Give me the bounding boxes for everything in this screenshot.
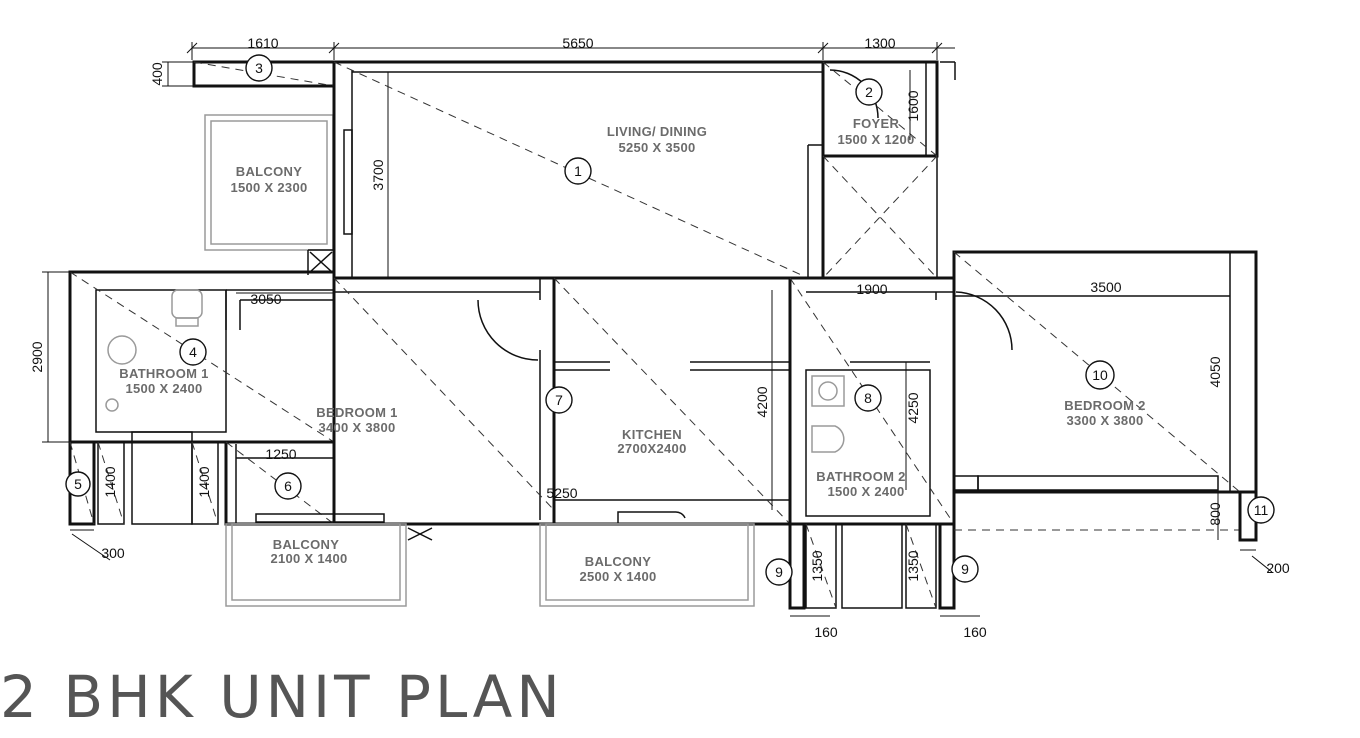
- dim-1400-a: 1400: [102, 466, 118, 497]
- tag-circle-7: [545, 386, 573, 414]
- duct-shaft: [821, 155, 938, 279]
- dim-1300: 1300: [864, 35, 895, 51]
- balcony-top-left: [204, 114, 334, 275]
- dim-2900: 2900: [29, 341, 45, 372]
- tag-circle-5: [65, 471, 91, 497]
- foyer-size: 1500 X 1200: [837, 132, 914, 147]
- tag-circle-10: [1085, 360, 1115, 390]
- tag-circle-1: [564, 157, 592, 185]
- dim-1250: 1250: [265, 446, 296, 462]
- tag-circle-11: [1247, 496, 1275, 524]
- dim-4250: 4250: [905, 392, 921, 423]
- left-dimension-line: [42, 271, 72, 443]
- tag-2: 2: [865, 84, 873, 100]
- balcony-b1-name: BALCONY: [273, 537, 339, 552]
- bathroom1-name: BATHROOM 1: [119, 366, 208, 381]
- dim-3500: 3500: [1090, 279, 1121, 295]
- foyer-name: FOYER: [853, 116, 900, 131]
- bedroom2-size: 3300 X 3800: [1066, 413, 1143, 428]
- bedroom1-name: BEDROOM 1: [316, 405, 397, 420]
- dim-4200: 4200: [754, 386, 770, 417]
- dim-160-a: 160: [814, 624, 838, 640]
- dim-5650: 5650: [562, 35, 593, 51]
- bedroom2-name: BEDROOM 2: [1064, 398, 1145, 413]
- balcony-top-size: 1500 X 2300: [230, 180, 307, 195]
- balcony-top-name: BALCONY: [236, 164, 302, 179]
- kitchen-size: 2700X2400: [617, 441, 686, 456]
- bedroom1-size: 3400 X 3800: [318, 420, 395, 435]
- dim-1900: 1900: [856, 281, 887, 297]
- bathroom2-size: 1500 X 2400: [827, 484, 904, 499]
- bedroom-2: [952, 250, 1273, 573]
- tag-circle-9-right: [951, 555, 979, 583]
- dim-1350-a: 1350: [809, 550, 825, 581]
- balcony-k-name: BALCONY: [585, 554, 651, 569]
- dim-1350-b: 1350: [905, 550, 921, 581]
- tag-5: 5: [74, 476, 82, 492]
- tag-circle-4: [179, 338, 207, 366]
- tag-7: 7: [555, 392, 563, 408]
- room-labels: LIVING/ DINING 5250 X 3500 FOYER 1500 X …: [119, 116, 1145, 584]
- balcony-b1-size: 2100 X 1400: [270, 551, 347, 566]
- dim-200: 200: [1266, 560, 1290, 576]
- tag-10: 10: [1092, 367, 1108, 383]
- tag-4: 4: [189, 344, 197, 360]
- tag-11: 11: [1254, 502, 1269, 518]
- balcony-k-size: 2500 X 1400: [579, 569, 656, 584]
- dim-3050: 3050: [250, 291, 281, 307]
- top-dimension-lines: [162, 42, 955, 87]
- tag-circle-2: [855, 78, 883, 106]
- dim-300: 300: [101, 545, 125, 561]
- bathroom2-name: BATHROOM 2: [816, 469, 905, 484]
- tag-8: 8: [864, 390, 872, 406]
- tag-9-right: 9: [961, 561, 969, 577]
- dim-5250: 5250: [546, 485, 577, 501]
- dim-800: 800: [1207, 502, 1223, 526]
- bathroom1-size: 1500 X 2400: [125, 381, 202, 396]
- dim-160-b: 160: [963, 624, 987, 640]
- tag-circle-9-left: [765, 558, 793, 586]
- balcony-bottom-left: [225, 523, 433, 607]
- plan-title: 2 BHK UNIT PLAN: [0, 663, 564, 731]
- dim-400: 400: [149, 62, 165, 86]
- ledge-5: [68, 431, 219, 561]
- tag-9-left: 9: [775, 564, 783, 580]
- dim-4050: 4050: [1207, 356, 1223, 387]
- tag-1: 1: [574, 163, 582, 179]
- dim-1600: 1600: [905, 90, 921, 121]
- dim-1400-b: 1400: [196, 466, 212, 497]
- balcony-bottom-middle: [539, 523, 755, 607]
- dim-1610: 1610: [247, 35, 278, 51]
- ledge-6: [224, 440, 385, 526]
- kitchen-name: KITCHEN: [622, 427, 682, 442]
- tag-circle-3: [245, 54, 273, 82]
- ledges-9: [788, 522, 980, 617]
- tag-6: 6: [284, 478, 292, 494]
- dimension-labels: 1610 5650 1300 400 1600 3700 3050 2900 1…: [29, 35, 1290, 640]
- foyer: [821, 60, 956, 158]
- tag-circle-6: [274, 472, 302, 500]
- living-name: LIVING/ DINING: [607, 124, 707, 139]
- living-size: 5250 X 3500: [618, 140, 695, 155]
- dim-3700: 3700: [370, 159, 386, 190]
- tag-3: 3: [255, 60, 263, 76]
- number-tags: 3 2 1 4 7 8 10 5 6 11 9 9: [65, 54, 1275, 586]
- tag-circle-8: [854, 384, 882, 412]
